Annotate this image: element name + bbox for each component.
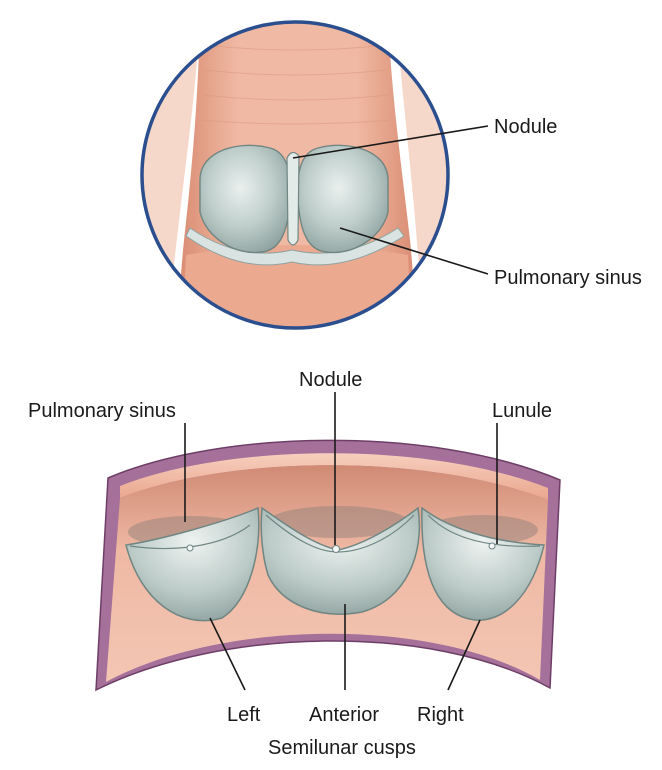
bottom-pulmonary-sinus-label: Pulmonary sinus: [28, 400, 176, 422]
nodule-left: [186, 544, 194, 552]
top-view: Nodule Pulmonary sinus: [140, 20, 642, 330]
top-cusp-right: [296, 144, 389, 254]
top-nodule-label: Nodule: [494, 116, 557, 138]
right-leader: [447, 619, 481, 691]
left-cusp-label: Left: [227, 704, 261, 726]
valve-ring: [185, 227, 405, 266]
left-leader: [209, 617, 246, 691]
nodule-right: [488, 542, 496, 550]
anterior-cusp-label: Anterior: [309, 704, 379, 726]
lunule-label: Lunule: [492, 400, 552, 422]
top-pulmonary-sinus-label: Pulmonary sinus: [494, 267, 642, 289]
bottom-view: Pulmonary sinus Nodule Lunule Left Anter…: [28, 369, 561, 759]
top-nodule: [286, 151, 300, 246]
nodule-anterior: [332, 545, 340, 553]
top-cusp-left: [199, 144, 292, 254]
cusp-right: [421, 506, 545, 621]
top-nodule-leader: [292, 125, 489, 159]
right-cusp-label: Right: [417, 704, 464, 726]
magnifier-circle-border: [140, 20, 450, 330]
semilunar-cusps-caption: Semilunar cusps: [268, 737, 416, 759]
top-pulmonary-sinus-leader: [339, 227, 489, 275]
vessel-cut-band: [120, 453, 548, 500]
bottom-nodule-label: Nodule: [299, 369, 362, 391]
cusp-left: [125, 506, 260, 622]
